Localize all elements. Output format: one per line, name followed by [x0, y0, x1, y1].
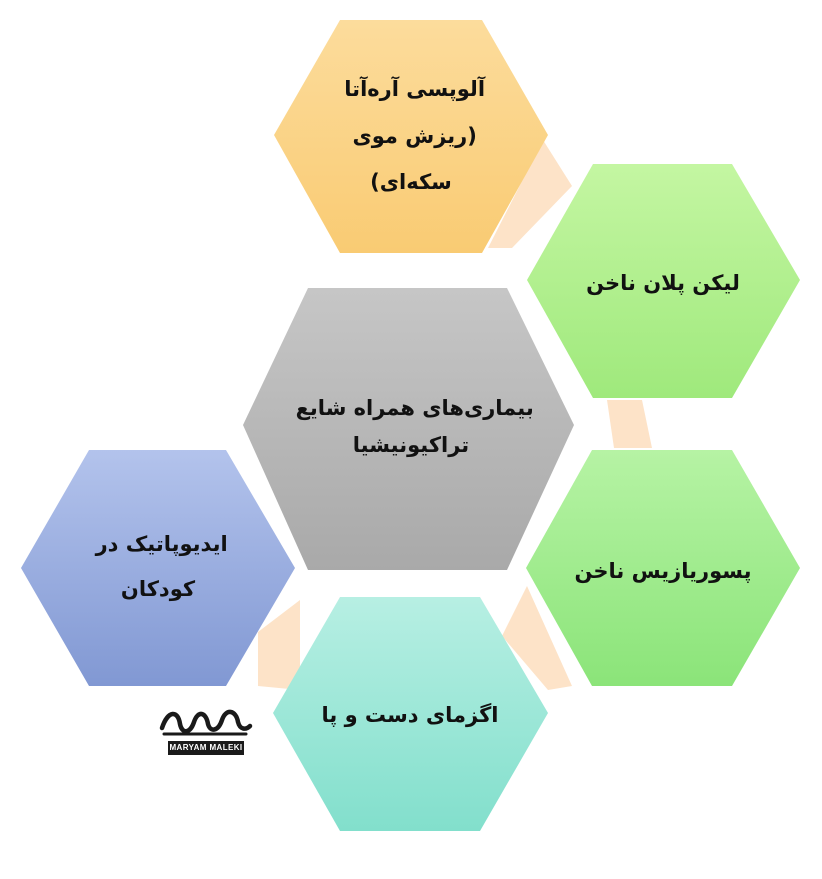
connectors	[258, 140, 652, 690]
center-label-line-1: بیماری‌های همراه شایع	[296, 396, 534, 420]
idiopathic-label-line-2: کودکان	[121, 577, 196, 601]
alopecia-label-line-1: آلوپسی آره‌آتا	[344, 76, 486, 101]
hex-alopecia-shape	[274, 20, 548, 253]
eczema-label: اگزمای دست و پا	[321, 702, 498, 727]
hex-psoriasis-shape	[526, 450, 800, 686]
center-label-line-2: تراکیونیشیا	[353, 433, 469, 457]
logo-text: MARYAM MALEKI	[168, 741, 244, 755]
hex-psoriasis: پسوریازیس ناخن	[526, 450, 800, 686]
svg-text:لیکن پلان ناخن: لیکن پلان ناخن	[586, 271, 740, 295]
connector-psoriasis-eczema	[502, 586, 572, 690]
connector-alopecia-lichen	[488, 140, 572, 248]
hex-eczema: اگزمای دست و پا	[273, 597, 548, 831]
hex-center-shape	[243, 288, 574, 570]
logo-script-mark	[154, 700, 254, 740]
alopecia-label-line-2: (ریزش موی	[352, 124, 476, 148]
psoriasis-label: پسوریازیس ناخن	[574, 559, 751, 583]
hex-eczema-shape	[273, 597, 548, 831]
logo: MARYAM MALEKI	[148, 700, 260, 760]
lichen-label: لیکن پلان ناخن	[586, 271, 740, 295]
hex-center: بیماری‌های همراه شایع تراکیونیشیا	[243, 288, 574, 570]
hex-lichen: لیکن پلان ناخن	[527, 164, 800, 398]
svg-text:بیماری‌های همراه شایع تر: بیماری‌های همراه شایع تراکیونیشیا	[288, 396, 533, 457]
svg-text:آلوپسی آره‌آتا (ریزش موی: آلوپسی آره‌آتا (ریزش موی سکه‌ای)	[337, 76, 486, 194]
hex-lichen-shape	[527, 164, 800, 398]
svg-text:ایدیوپاتیک در کودکان: ایدیوپاتیک در کودکان	[88, 532, 228, 601]
svg-text:پسوریازیس ناخن: پسوریازیس ناخن	[574, 559, 751, 583]
connector-lichen-psoriasis	[607, 400, 652, 448]
hex-idiopathic: ایدیوپاتیک در کودکان	[21, 450, 295, 686]
svg-text:اگزمای دست و پا: اگزمای دست و پا	[321, 702, 498, 727]
hex-idiopathic-shape	[21, 450, 295, 686]
alopecia-label-line-3: سکه‌ای)	[370, 170, 452, 194]
hex-alopecia: آلوپسی آره‌آتا (ریزش موی سکه‌ای)	[274, 20, 548, 253]
idiopathic-label-line-1: ایدیوپاتیک در	[95, 532, 228, 556]
connector-eczema-idiopathic	[258, 600, 300, 690]
